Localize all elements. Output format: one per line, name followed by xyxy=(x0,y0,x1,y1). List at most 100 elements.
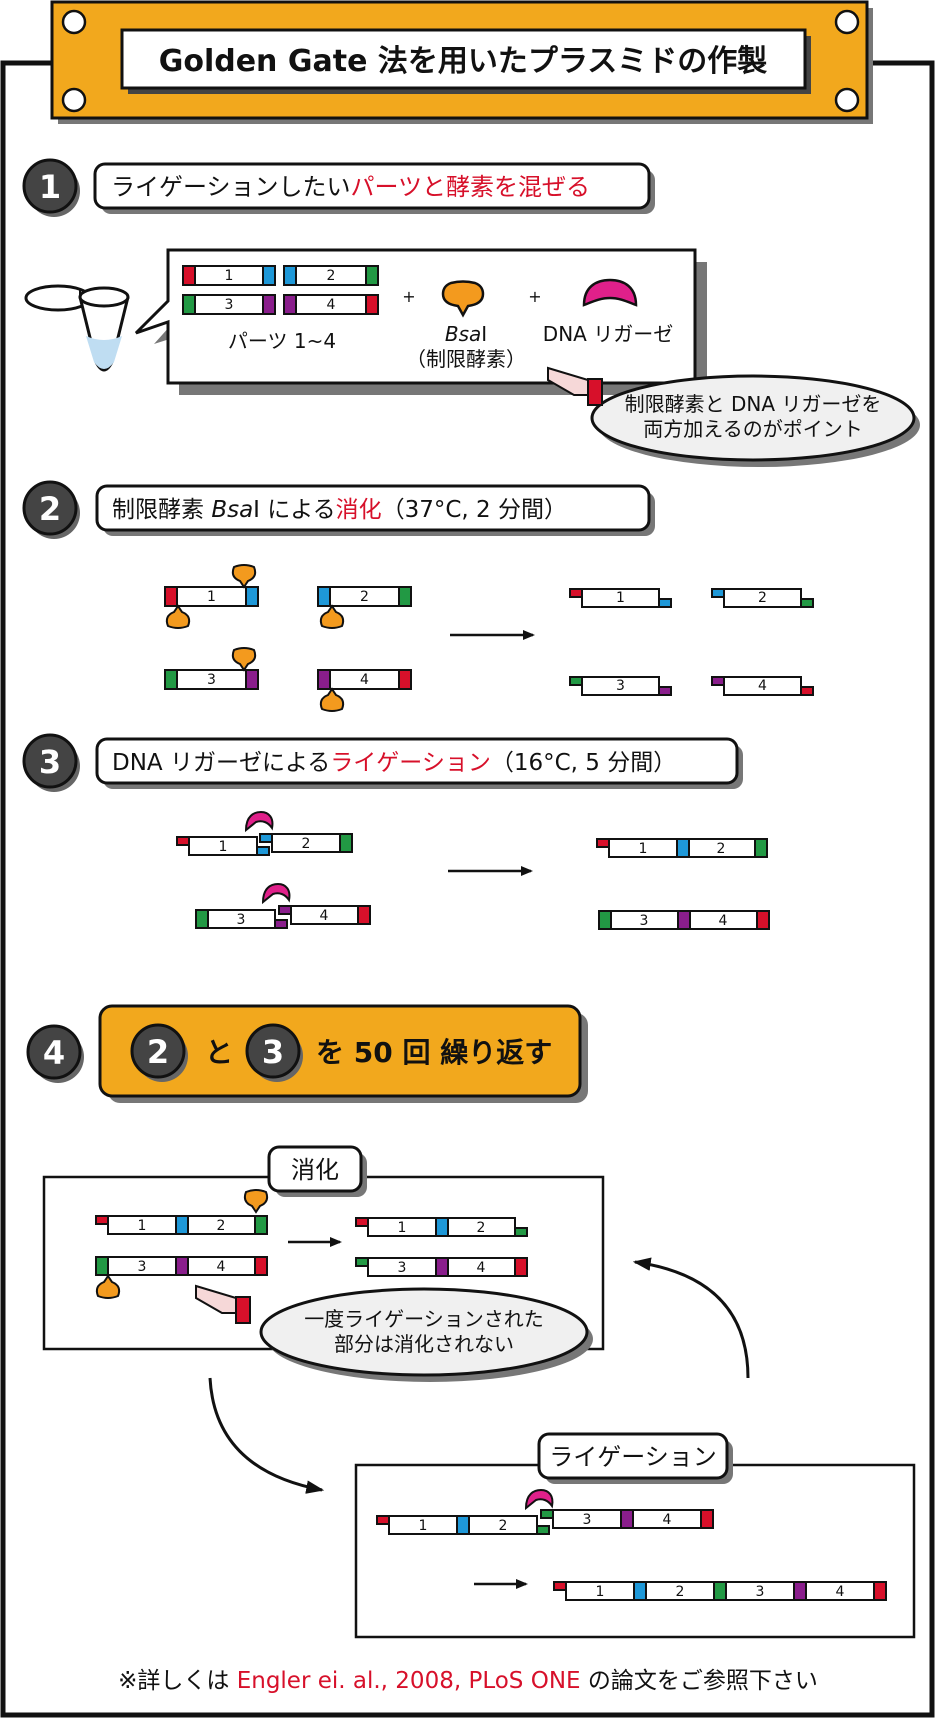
part-end xyxy=(317,586,331,607)
step2-prefix: 制限酵素 xyxy=(112,497,211,523)
part-end xyxy=(514,1257,528,1277)
sticky-end xyxy=(259,833,273,843)
sticky-end xyxy=(274,919,288,929)
part-end xyxy=(182,294,196,315)
step2-header: 2 制限酵素 BsaI による消化（37°C, 2 分間） xyxy=(22,480,655,539)
footer-prefix: ※詳しくは xyxy=(118,1668,237,1694)
part-number-label: 2 xyxy=(758,590,767,606)
part-number-label: 4 xyxy=(360,672,369,688)
part-end xyxy=(873,1581,887,1601)
part-end xyxy=(365,294,379,315)
step4-ref-3: 3 xyxy=(262,1033,284,1071)
sticky-end xyxy=(569,676,583,686)
part-end xyxy=(245,586,259,607)
step4-header: 4 2 と 3 を 50 回 繰り返す xyxy=(26,1004,588,1103)
step1-highlight: パーツと酵素を混ぜる xyxy=(351,173,591,201)
part-end xyxy=(175,1256,189,1276)
part-end xyxy=(713,1581,727,1601)
sticky-end xyxy=(800,686,814,696)
part-end xyxy=(633,1581,647,1601)
enzyme-italic: Bsa xyxy=(445,322,481,346)
cycle-arrow-to-ligation xyxy=(208,1377,325,1494)
footer-reference: ※詳しくは Engler ei. al., 2008, PLoS ONE の論文… xyxy=(118,1668,818,1694)
cycle-arrow-to-digest xyxy=(632,1257,750,1379)
part-end xyxy=(195,909,209,929)
step3-highlight: ライゲーション xyxy=(330,750,491,776)
footer-reference-link: Engler ei. al., 2008, PLoS ONE xyxy=(237,1668,581,1694)
pointing-hand-icon xyxy=(195,1284,251,1324)
part-end xyxy=(164,586,178,607)
part-number-label: 1 xyxy=(419,1518,428,1534)
tip-line1: 制限酵素と DNA リガーゼを xyxy=(625,392,882,416)
pointing-hand-icon xyxy=(547,366,603,406)
part-end xyxy=(754,838,768,858)
dna-ligase-icon xyxy=(261,882,291,905)
digest-label-text: 消化 xyxy=(291,1156,339,1184)
plus-sign: + xyxy=(402,287,415,306)
part-end xyxy=(283,294,297,315)
part-number-label: 2 xyxy=(676,1584,685,1600)
ligation-box-label: ライゲーション xyxy=(537,1432,733,1484)
title-banner: Golden Gate 法を用いたプラスミドの作製 xyxy=(50,0,873,124)
dna-ligase-icon xyxy=(582,278,638,307)
part-number-label: 4 xyxy=(663,1512,672,1528)
part-end xyxy=(598,910,612,930)
part-number-label: 2 xyxy=(360,589,369,605)
part-number-label: 1 xyxy=(207,589,216,605)
part-number-label: 1 xyxy=(225,268,234,284)
sticky-end xyxy=(540,1509,554,1519)
plus-sign: + xyxy=(528,287,541,306)
step2-suffix: （37°C, 2 分間） xyxy=(382,497,567,523)
part-number-label: 4 xyxy=(477,1260,486,1276)
enzyme-suffix: I xyxy=(481,322,487,346)
step3-number: 3 xyxy=(39,743,61,781)
bsai-enzyme-icon xyxy=(319,604,345,629)
step2-mid: I による xyxy=(253,497,335,523)
bsai-enzyme-icon xyxy=(243,1189,269,1214)
part-number-label: 2 xyxy=(499,1518,508,1534)
bsai-enzyme-icon xyxy=(231,647,257,672)
part-end xyxy=(793,1581,807,1601)
sticky-end xyxy=(278,905,292,915)
parts-label: パーツ 1~4 xyxy=(228,329,336,353)
part-end xyxy=(677,910,691,930)
part-end xyxy=(756,910,770,930)
part-end xyxy=(339,833,353,853)
sticky-end xyxy=(711,588,725,598)
bsai-enzyme-icon xyxy=(231,564,257,589)
step1-tip: 制限酵素と DNA リガーゼを 両方加えるのがポイント xyxy=(547,366,920,467)
part-number-label: 3 xyxy=(756,1584,765,1600)
ligase-label: DNA リガーゼ xyxy=(543,322,673,346)
part-end xyxy=(245,669,259,690)
sticky-end xyxy=(596,838,610,848)
part-end xyxy=(620,1509,634,1529)
step2-heading: 制限酵素 BsaI による消化（37°C, 2 分間） xyxy=(112,497,567,523)
part-end xyxy=(435,1217,449,1237)
part-number-label: 4 xyxy=(327,297,336,313)
step3-heading: DNA リガーゼによるライゲーション（16°C, 5 分間） xyxy=(112,750,676,776)
enzyme-note: （制限酵素） xyxy=(406,347,526,371)
part-number-label: 3 xyxy=(616,678,625,694)
sticky-end xyxy=(256,846,270,856)
part-number-label: 1 xyxy=(596,1584,605,1600)
part-number-label: 4 xyxy=(836,1584,845,1600)
part-number-label: 3 xyxy=(398,1260,407,1276)
step3-prefix: DNA リガーゼによる xyxy=(112,750,330,776)
part-number-label: 1 xyxy=(616,590,625,606)
part-number-label: 2 xyxy=(302,836,311,852)
part-end xyxy=(95,1256,109,1276)
part-number-label: 2 xyxy=(717,841,726,857)
ligation-box xyxy=(354,1463,916,1639)
step1-prefix: ライゲーションしたい xyxy=(111,173,351,201)
page-title: Golden Gate 法を用いたプラスミドの作製 xyxy=(159,44,768,79)
part-end xyxy=(700,1509,714,1529)
part-end xyxy=(357,905,371,925)
part-number-label: 3 xyxy=(138,1259,147,1275)
part-end xyxy=(398,586,412,607)
sticky-end xyxy=(553,1581,567,1591)
